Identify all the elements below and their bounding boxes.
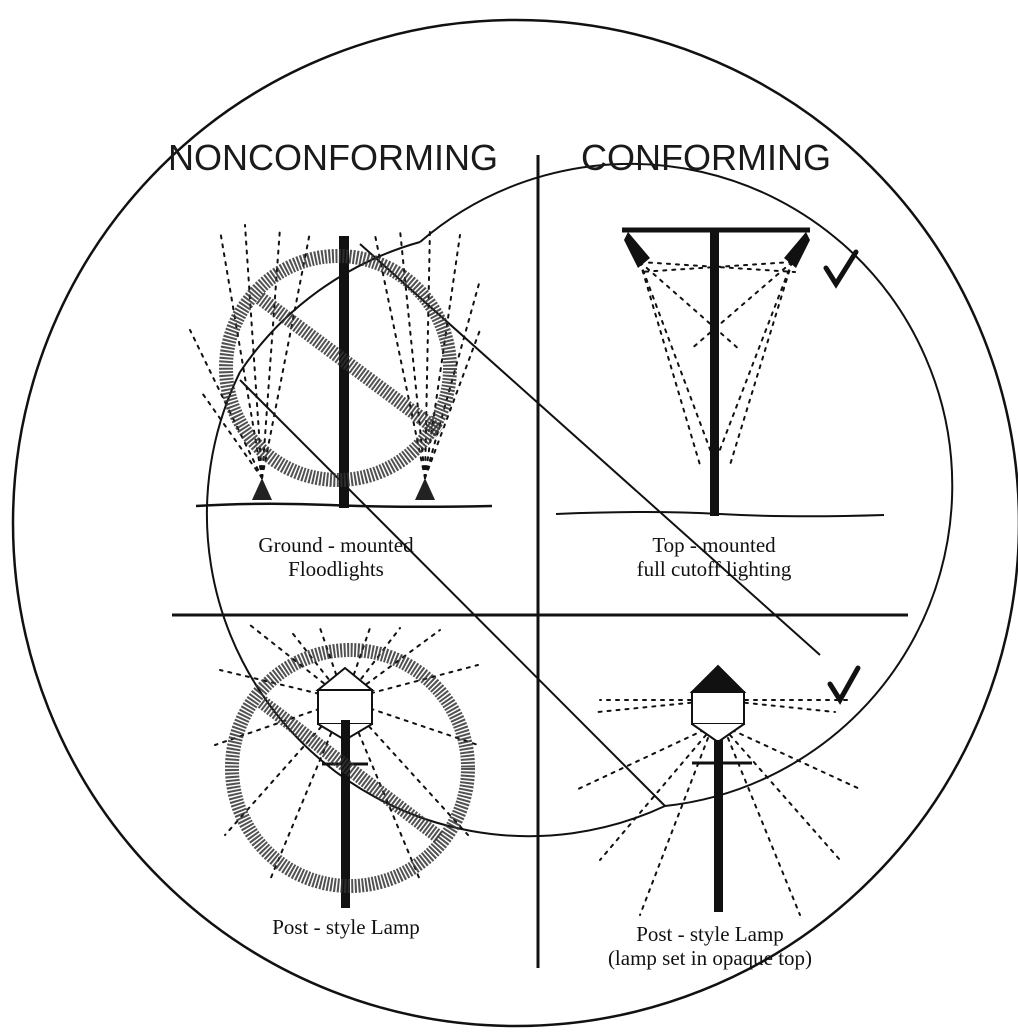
post-caption-conforming-line2: (lamp set in opaque top) bbox=[608, 946, 812, 970]
opaque-lamp-top bbox=[692, 666, 744, 692]
lamp-cap bbox=[318, 668, 372, 690]
prohibition-circle-icon bbox=[226, 256, 450, 480]
ground-caption-line1: Ground - mounted bbox=[258, 533, 414, 557]
lamp-glass bbox=[318, 690, 372, 724]
shielded-lamp-post bbox=[714, 740, 723, 912]
left-cutoff-fixture bbox=[624, 232, 650, 268]
post-lamp-nonconforming-illustration bbox=[215, 625, 478, 908]
right-floodlight-fixture bbox=[415, 478, 435, 500]
post-lamp-conforming-illustration bbox=[576, 666, 862, 915]
outer-circle bbox=[13, 20, 1018, 1026]
top-mounted-pole bbox=[710, 230, 719, 516]
ground-caption-line2: Floodlights bbox=[288, 557, 384, 581]
floodlight-pole bbox=[339, 236, 349, 508]
conforming-header: CONFORMING bbox=[581, 137, 831, 178]
check-mark-icon bbox=[826, 252, 856, 284]
top-mounted-illustration bbox=[556, 230, 884, 516]
check-mark-icon bbox=[830, 668, 858, 700]
left-floodlight-fixture bbox=[252, 478, 272, 500]
right-cutoff-fixture bbox=[784, 232, 810, 268]
ground-floodlights-illustration bbox=[190, 225, 492, 508]
top-caption-line2: full cutoff lighting bbox=[637, 557, 792, 581]
post-caption-conforming-line1: Post - style Lamp bbox=[636, 922, 784, 946]
shielded-lamp-base bbox=[692, 724, 744, 742]
large-no-symbol-icon bbox=[207, 164, 952, 836]
ground-line-right bbox=[556, 512, 884, 516]
post-caption-nonconforming: Post - style Lamp bbox=[272, 915, 420, 939]
nonconforming-header: NONCONFORMING bbox=[168, 137, 498, 178]
top-caption-line1: Top - mounted bbox=[652, 533, 776, 557]
shielded-lamp-glass bbox=[692, 692, 744, 724]
